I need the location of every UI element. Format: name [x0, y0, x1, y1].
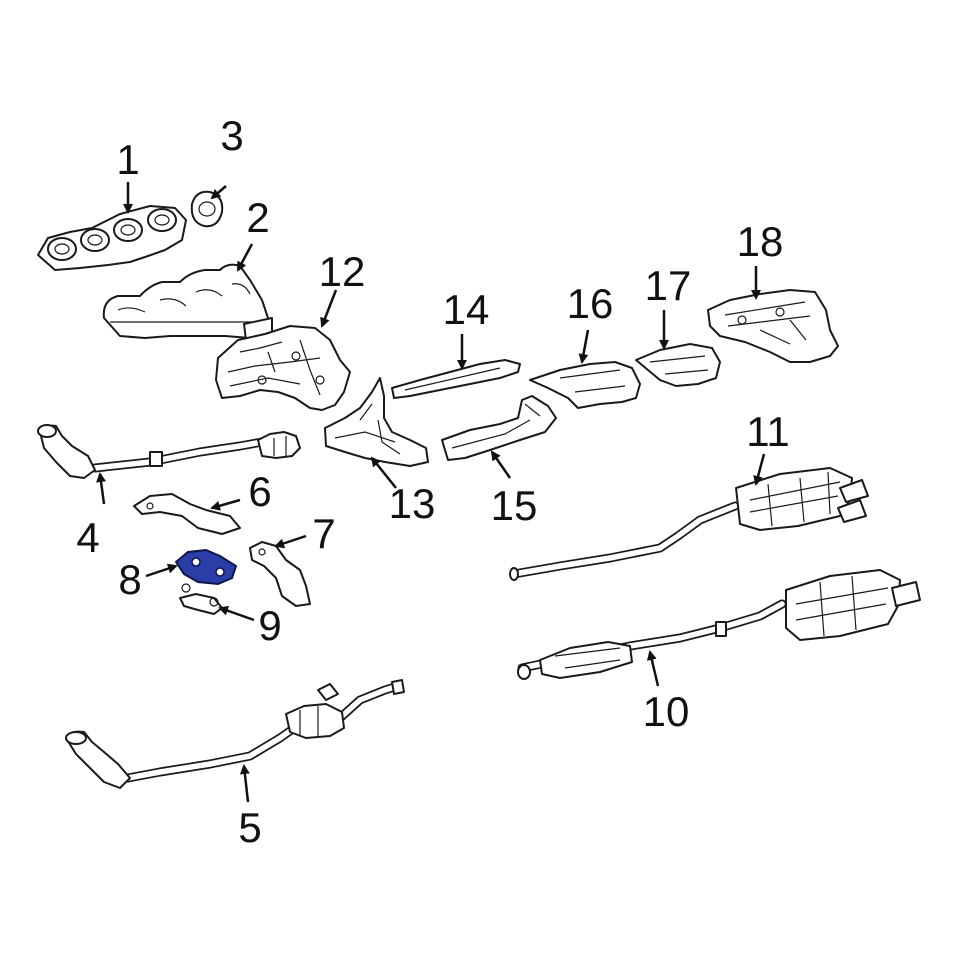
part-7-bracket[interactable] [249, 541, 311, 607]
callout-4: 4 [76, 514, 99, 561]
callout-16: 16 [567, 280, 614, 327]
callout-1: 1 [116, 136, 139, 183]
part-4-front-exhaust-pipe[interactable] [37, 424, 301, 479]
part-5-front-exhaust-pipe[interactable] [65, 679, 405, 789]
part-6-bracket[interactable] [133, 493, 241, 535]
callout-7: 7 [312, 510, 335, 557]
part-3-flange-gasket[interactable] [190, 190, 224, 228]
callout-17: 17 [645, 262, 692, 309]
callout-12: 12 [319, 248, 366, 295]
callout-3: 3 [220, 112, 243, 159]
part-16-heat-shield[interactable] [529, 361, 641, 409]
part-11-rear-muffler-assembly[interactable] [509, 467, 869, 581]
callout-15: 15 [491, 482, 538, 529]
callout-2: 2 [246, 194, 269, 241]
callout-5: 5 [238, 804, 261, 851]
callout-14: 14 [443, 286, 490, 333]
part-13-heat-shield[interactable] [324, 377, 429, 467]
callout-labels: 1 3 2 12 14 16 17 18 11 4 6 7 8 9 13 15 … [76, 112, 789, 851]
callout-11: 11 [746, 408, 790, 455]
part-10-rear-exhaust-assembly[interactable] [517, 569, 921, 680]
callout-10: 10 [643, 688, 690, 735]
part-1-manifold-gasket[interactable] [37, 205, 187, 271]
part-2-exhaust-manifold[interactable] [102, 263, 273, 341]
part-15-heat-shield[interactable] [441, 395, 557, 461]
callout-8: 8 [118, 556, 141, 603]
part-9-clamp[interactable] [179, 583, 223, 615]
leader-lines [96, 182, 766, 803]
part-12-heat-shield[interactable] [215, 325, 351, 411]
callout-6: 6 [248, 468, 271, 515]
callout-18: 18 [737, 218, 784, 265]
callout-9: 9 [258, 602, 281, 649]
callout-13: 13 [389, 480, 436, 527]
part-18-heat-shield[interactable] [707, 289, 839, 363]
part-14-heat-shield[interactable] [391, 359, 521, 399]
part-8-highlighted-gasket[interactable] [174, 548, 238, 586]
part-17-heat-shield[interactable] [635, 343, 721, 387]
